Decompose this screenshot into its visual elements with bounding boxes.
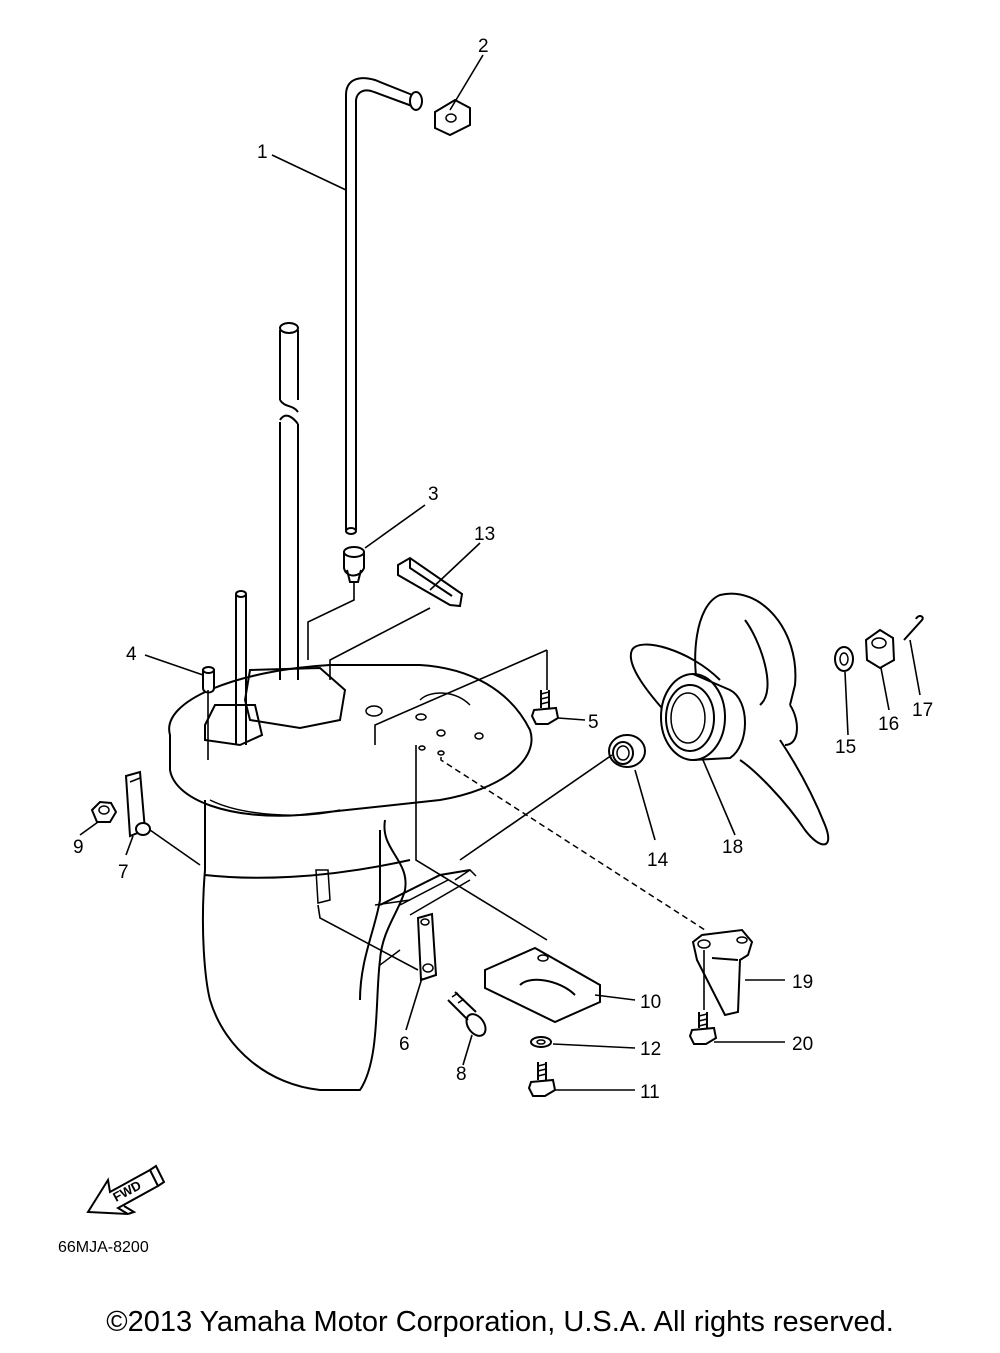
- bolt-part-20: [688, 1012, 718, 1045]
- screw-part-8: [447, 991, 487, 1037]
- spacer-part-14: [608, 734, 646, 768]
- exploded-parts-diagram: 1 2 3 4 5 6 7 8 9 10 11 12 13 14 15 16 1…: [58, 36, 933, 1256]
- label-part-6: 6: [399, 1034, 410, 1055]
- label-part-16: 16: [878, 714, 899, 735]
- label-part-3: 3: [428, 484, 439, 505]
- trim-tab-part-19: [691, 928, 754, 1017]
- dowel-pin-part: [202, 666, 215, 694]
- label-part-8: 8: [456, 1064, 467, 1085]
- label-part-17: 17: [912, 700, 933, 721]
- part-number-labels: 1 2 3 4 5 6 7 8 9 10 11 12 13 14 15 16 1…: [73, 36, 933, 1103]
- water-seal-part: [343, 546, 365, 583]
- bracket-part-7: [124, 770, 151, 838]
- label-part-18: 18: [722, 837, 743, 858]
- label-part-15: 15: [835, 737, 856, 758]
- bolt-part-11: [527, 1062, 557, 1097]
- cotter-pin-part-17: [903, 615, 924, 641]
- drive-shaft: [235, 322, 299, 745]
- label-part-7: 7: [118, 862, 129, 883]
- label-part-1: 1: [257, 142, 268, 163]
- nut-part-9: [90, 800, 118, 823]
- label-part-9: 9: [73, 837, 84, 858]
- label-part-10: 10: [640, 992, 661, 1013]
- copyright-notice: ©2013 Yamaha Motor Corporation, U.S.A. A…: [106, 1306, 894, 1338]
- plate-part-13: [397, 556, 464, 608]
- bracket-part-6: [416, 912, 438, 982]
- prop-nut-part-16: [864, 628, 896, 670]
- label-part-11: 11: [640, 1082, 660, 1103]
- label-part-13: 13: [474, 524, 495, 545]
- label-part-5: 5: [588, 712, 599, 733]
- assembly-lines: [149, 582, 706, 1010]
- washer-part-12: [530, 1036, 552, 1048]
- label-part-2: 2: [478, 36, 489, 57]
- fwd-arrow: FWD: [86, 1164, 166, 1215]
- label-part-19: 19: [792, 972, 813, 993]
- label-part-12: 12: [640, 1039, 661, 1060]
- washer-part-15: [834, 646, 854, 672]
- grommet-part: [434, 98, 471, 137]
- bolt-part-5: [530, 690, 560, 725]
- water-tube: [345, 77, 423, 535]
- diagram-code: 66MJA-8200: [58, 1239, 149, 1256]
- label-part-20: 20: [792, 1034, 813, 1055]
- label-part-4: 4: [126, 644, 137, 665]
- anode-part-10: [484, 946, 601, 1024]
- label-part-14: 14: [647, 850, 669, 871]
- label-leaders: [79, 54, 921, 1091]
- propeller-part-18: [629, 592, 830, 846]
